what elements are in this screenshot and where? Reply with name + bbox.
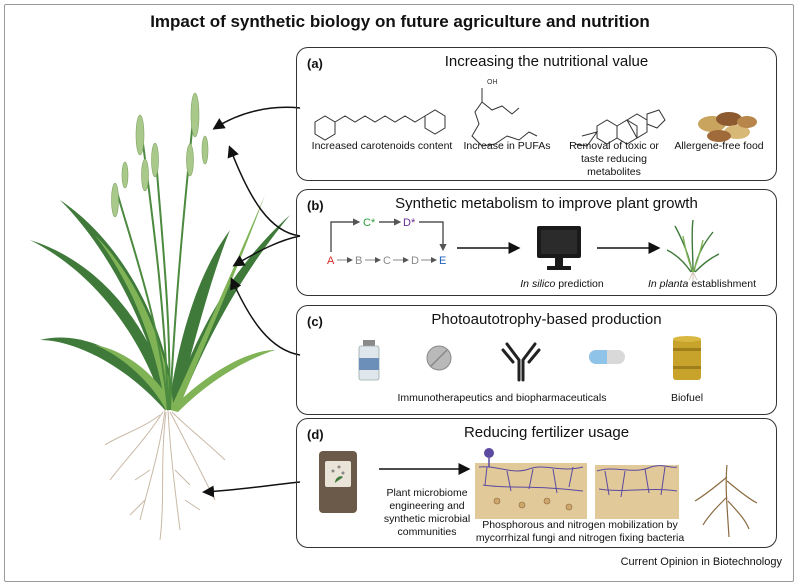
node-d: D bbox=[411, 255, 419, 267]
plant-leaves-light bbox=[95, 195, 275, 412]
caption-in-planta: In planta establishment bbox=[648, 278, 756, 290]
panel-d-label: (d) bbox=[307, 427, 324, 442]
capsule-icon bbox=[589, 350, 625, 364]
plantlet-icon bbox=[666, 219, 720, 273]
panel-b-illustrations: A B C D E C* D* bbox=[327, 217, 720, 282]
caption-carotenoids: Increased carotenoids content bbox=[311, 140, 453, 152]
caption-in-silico: In silico prediction bbox=[520, 278, 604, 290]
panel-b-label: (b) bbox=[307, 198, 324, 213]
caption-pufas: Increase in PUFAs bbox=[463, 140, 551, 152]
panel-c-illustrations bbox=[358, 336, 701, 382]
nuts-icon bbox=[698, 112, 757, 142]
metabolite-structure-icon bbox=[574, 109, 666, 147]
node-b: B bbox=[355, 255, 362, 267]
node-a: A bbox=[327, 255, 335, 267]
panel-d-title: Reducing fertilizer usage bbox=[463, 424, 630, 441]
panel-d-illustrations bbox=[319, 448, 758, 538]
node-c: C bbox=[383, 255, 391, 267]
pufa-structure-icon bbox=[471, 88, 538, 147]
tablet-icon bbox=[426, 345, 452, 371]
root-icon bbox=[694, 464, 758, 538]
node-e: E bbox=[439, 255, 446, 267]
carotenoid-structure-icon bbox=[314, 109, 446, 141]
plant-stems bbox=[114, 99, 196, 411]
caption-microbiome: Plant microbiome engineering and synthet… bbox=[383, 487, 471, 538]
panel-d: (d) Reducing fertilizer usage bbox=[296, 418, 777, 548]
panel-c-label: (c) bbox=[307, 314, 323, 329]
figure-frame bbox=[4, 4, 794, 582]
caption-allergen-free: Allergene-free food bbox=[674, 140, 764, 152]
panel-c-title: Photoautotrophy-based production bbox=[431, 311, 662, 328]
node-d-star: D* bbox=[403, 217, 416, 229]
panel-a-title: Increasing the nutritional value bbox=[444, 53, 649, 70]
caption-metabolites: Removal of toxic or taste reducing metab… bbox=[569, 140, 659, 178]
pufa-oh-label: OH bbox=[487, 79, 498, 86]
caption-mobilization: Phosphorous and nitrogen mobilization by… bbox=[475, 519, 685, 544]
panel-arrows bbox=[202, 106, 301, 498]
caption-immunotherapeutics: Immunotherapeutics and biopharmaceutical… bbox=[397, 392, 607, 404]
panel-b: (b) Synthetic metabolism to improve plan… bbox=[296, 189, 777, 296]
plant-roots bbox=[104, 409, 226, 541]
panel-a-label: (a) bbox=[307, 56, 323, 71]
credit-line: Current Opinion in Biotechnology bbox=[620, 556, 782, 568]
vial-icon bbox=[358, 340, 380, 381]
computer-icon bbox=[537, 226, 581, 270]
fertilizer-bag-icon bbox=[319, 451, 357, 513]
figure-title: Impact of synthetic biology on future ag… bbox=[150, 12, 650, 31]
soil-cross-section-left bbox=[475, 448, 587, 519]
antibody-icon bbox=[501, 342, 541, 382]
panel-a-illustrations: OH bbox=[314, 79, 757, 147]
panel-a: (a) Increasing the nutritional value OH bbox=[296, 47, 777, 181]
caption-biofuel: Biofuel bbox=[670, 392, 704, 404]
biofuel-barrel-icon bbox=[673, 336, 701, 380]
panel-b-title: Synthetic metabolism to improve plant gr… bbox=[395, 195, 698, 212]
soil-cross-section-right bbox=[595, 465, 679, 519]
node-c-star: C* bbox=[363, 217, 376, 229]
plant-panicles bbox=[111, 92, 209, 218]
panel-c: (c) Photoautotrophy-based production bbox=[296, 305, 777, 415]
